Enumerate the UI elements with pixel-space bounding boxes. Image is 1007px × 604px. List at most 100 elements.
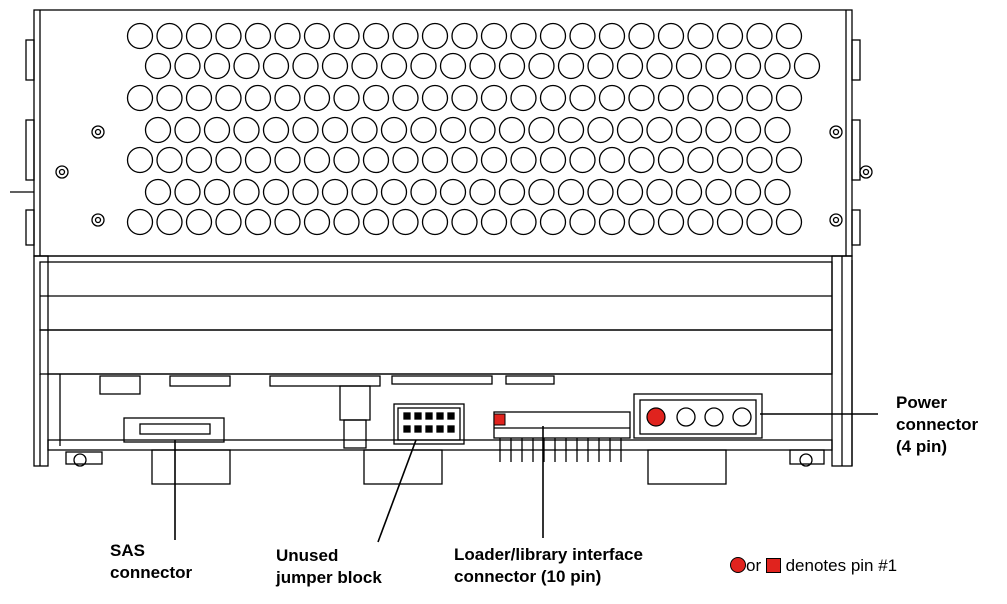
jumper-pin [425,412,433,420]
vent-hole [598,208,626,236]
vent-hole [156,146,183,174]
vent-hole [410,52,437,80]
vent-hole [528,178,555,206]
vent-hole [333,146,360,174]
vent-hole [557,52,585,80]
vent-hole [675,52,703,80]
vent-hole [764,52,791,80]
vent-hole [510,22,537,50]
vent-holes [126,22,821,236]
vent-hole [469,52,496,80]
vent-hole [144,116,172,144]
vent-hole [587,116,614,144]
vent-hole [244,22,272,50]
vent-hole [392,208,419,236]
vent-hole [321,116,349,144]
vent-hole [569,146,596,174]
loader-label-line2: connector (10 pin) [454,567,602,586]
drive-housing [33,255,853,467]
vent-hole [793,52,821,80]
circle-marker-icon [730,557,746,573]
jumper-pin [414,425,422,433]
vent-hole [185,84,213,112]
power-label-line3: (4 pin) [896,437,947,456]
vent-hole [657,22,685,50]
vent-hole [705,178,732,206]
vent-hole [775,146,803,174]
power-connector-label: Power connector (4 pin) [896,392,978,458]
vent-hole [569,208,596,236]
vent-hole [746,84,773,112]
jumper-block-label: Unused jumper block [276,545,382,589]
vent-hole [764,178,791,206]
vent-hole [539,22,567,50]
jumper-pin [447,425,455,433]
vent-hole [498,116,526,144]
vent-hole [716,208,744,236]
vent-hole [303,84,331,112]
vent-hole [215,84,242,112]
sas-label-line1: SAS [110,541,145,560]
vent-hole [303,208,331,236]
power-label-line2: connector [896,415,979,434]
vent-hole [764,116,791,144]
jumper-pin [425,425,433,433]
vent-hole [598,22,626,50]
vent-hole [687,208,714,236]
jumper-label-line2: jumper block [276,568,382,587]
vent-hole [716,84,744,112]
vent-hole [262,52,290,80]
vent-hole [746,22,773,50]
vent-hole [539,84,567,112]
vent-hole [557,116,585,144]
vent-hole [262,116,290,144]
sas-label-line2: connector [110,563,193,582]
vent-hole [126,22,154,50]
jumper-block [393,403,465,445]
vent-hole [292,178,319,206]
vent-hole [244,208,272,236]
vent-hole [185,208,213,236]
vent-hole [380,178,408,206]
top-cover [10,9,873,257]
vent-hole [392,146,419,174]
vent-hole [528,52,555,80]
vent-hole [510,84,537,112]
vent-hole [498,178,526,206]
vent-hole [451,22,478,50]
vent-hole [321,52,349,80]
vent-hole [380,116,408,144]
vent-hole [351,52,378,80]
vent-hole [616,178,644,206]
vent-hole [528,116,555,144]
vent-hole [303,22,331,50]
vent-hole [746,208,773,236]
vent-hole [421,22,449,50]
vent-hole [657,208,685,236]
vent-hole [410,178,437,206]
vent-hole [646,52,673,80]
vent-hole [598,146,626,174]
power-label-line1: Power [896,393,948,412]
vent-hole [598,84,626,112]
vent-hole [392,84,419,112]
vent-hole [480,208,508,236]
vent-hole [628,208,655,236]
vent-hole [362,22,390,50]
vent-hole [203,52,231,80]
vent-hole [646,178,673,206]
jumper-pin [436,425,444,433]
vent-hole [274,146,301,174]
vent-hole [126,84,154,112]
vent-hole [451,146,478,174]
vent-hole [439,116,467,144]
vent-hole [510,208,537,236]
vent-hole [775,208,803,236]
vent-hole [675,178,703,206]
vent-hole [362,146,390,174]
vent-hole [410,116,437,144]
jumper-pin [403,425,411,433]
vent-hole [480,84,508,112]
vent-hole [716,22,744,50]
